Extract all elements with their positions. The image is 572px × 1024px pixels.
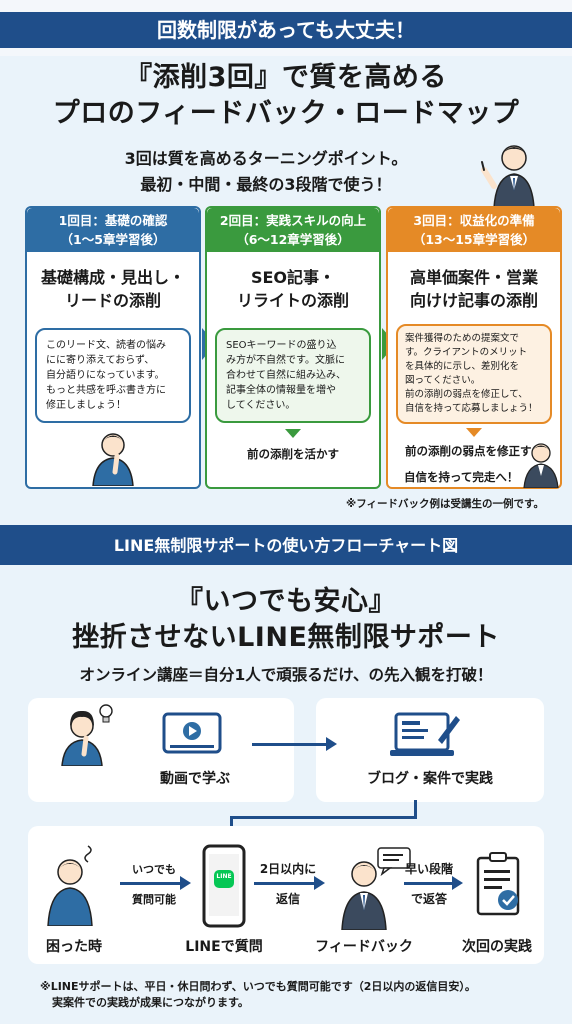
step-1-title-line2: リードの添削 [64,291,161,310]
step-3-feedback-line: 案件獲得のための提案文で [405,333,520,344]
top-banner: 回数制限があっても大丈夫！ [0,0,572,56]
speech-bubble-icon [377,847,411,876]
flow-within-bottom: 返信 [275,892,300,906]
step-1-header: 1回目：基礎の確認 （1〜5章学習後） [27,208,199,252]
step-3-note2: 自信を持って完走へ！ [404,470,519,484]
step-3-feedback-line: 前の添削の弱点を修正して、 [405,389,528,400]
step-2-feedback-line: してください。 [226,400,296,411]
step-3-feedback-line: 自信を持って応募しましょう！ [405,403,538,414]
headline2-line2: 挫折させないLINE無制限サポート [72,622,500,653]
flow-anytime-top: いつでも [132,863,176,876]
person-thinking-icon [92,433,134,486]
flow-arrow-3-line [254,882,316,885]
step-3-note: 前の添削の弱点を修正する [405,444,543,458]
clipboard-check-icon [476,852,520,916]
businessman-icon [523,443,559,488]
subheadline-line1: 3回は質を高めるターニングポイント。 [124,149,408,168]
step-2-header-title: 2回目：実践スキルの向上 [219,213,367,228]
laptop-writing-icon [390,712,460,756]
headline2-line1: 『いつでも安心』 [176,586,396,617]
video-player-icon [162,712,222,754]
step-card-3: 3回目：収益化の準備 （13〜15章学習後） 高単価案件・営業 向けけ記事の添削… [386,206,562,489]
flow-early-bottom: で返答 [410,892,447,906]
headline-line2: プロのフィードバック・ロードマップ [52,98,520,129]
flow-video-label: 動画で学ぶ [160,771,230,787]
step-1-title-line1: 基礎構成・見出し・ [40,268,185,287]
step-2-feedback-line: 記事全体の情報量を増や [226,385,336,396]
line-app-badge: LINE [216,873,232,880]
flow-trouble-label: 困った時 [46,939,102,955]
step-3-title-line1: 高単価案件・営業 [409,268,538,287]
tagline2: オンライン講座＝自分1人で頑張るだけ、の先入観を打破！ [79,666,493,684]
smartphone-icon [202,844,246,928]
flow-connector-horizontal [230,816,417,819]
disclaimer: ※フィードバック例は受講生の一例です。 [346,498,544,510]
step-card-2: 2回目：実践スキルの向上 （6〜12章学習後） SEO記事・ リライトの添削 S… [205,206,381,489]
flow-arrow-2-head [180,876,191,890]
step-2-title: SEO記事・ リライトの添削 [207,266,379,312]
step-2-header-range: （6〜12章学習後） [236,232,350,247]
person-thinking-icon [61,710,103,766]
step-2-feedback-line: 合わせて自然に組み込み、 [226,370,346,381]
person-troubled-icon [47,845,93,926]
step-2-down-arrow [285,429,301,438]
step-1-feedback-line: 修正しましょう！ [46,400,126,411]
flow-arrow-1-line [252,743,328,746]
step-1-header-title: 1回目：基礎の確認 [58,213,168,228]
step-2-feedback-line: み方が不自然です。文脈に [226,355,345,366]
step-2-title-line1: SEO記事・ [250,268,336,287]
footnote-line2: 実案件での実践が成果につながります。 [52,996,249,1009]
step-1-feedback-line: このリード文、読者の悩み [46,340,166,351]
businessman-icon [341,861,387,930]
step-3-title-line2: 向けけ記事の添削 [409,291,538,310]
flow-line-question-label: LINEで質問 [185,939,263,955]
step-1-feedback-line: もっと共感を呼ぶ書き方に [46,385,166,396]
step-2-feedback-line: SEOキーワードの盛り込 [226,340,337,351]
lightbulb-icon [99,704,113,723]
businessman-pointing-icon [481,145,535,208]
step-3-header-title: 3回目：収益化の準備 [413,213,535,228]
subheadline-line2: 最初・中間・最終の3段階で使う！ [140,175,392,194]
flow-early-top: 早い段階 [404,862,453,876]
step-2-note: 前の添削を活かす [247,447,339,461]
step-1-feedback-bubble: このリード文、読者の悩み にに寄り添えておらず、 自分語りになっています。 もっ… [35,328,191,423]
flow-arrow-4-line [404,882,454,885]
top-banner-text: 回数制限があっても大丈夫！ [0,12,572,48]
flow-arrow-1-head [326,737,337,751]
flow-panel-support [28,826,544,964]
flow-arrow-3-head [314,876,325,890]
footnote-line1: ※LINEサポートは、平日・休日問わず、いつでも質問可能です（2日以内の返信目安… [40,980,476,993]
section2-banner: LINE無制限サポートの使い方フローチャート図 [0,525,572,565]
step-1-feedback-line: にに寄り添えておらず、 [46,355,155,366]
step-3-feedback-line: 図ってください。 [405,375,481,386]
flow-within-top: 2日以内に [259,862,317,876]
footnote: ※LINEサポートは、平日・休日問わず、いつでも質問可能です（2日以内の返信目安… [40,979,562,1011]
flow-blog-label: ブログ・案件で実践 [367,771,493,787]
flow-feedback-label: フィードバック [315,939,413,955]
step-1-title: 基礎構成・見出し・ リードの添削 [27,266,199,312]
flow-anytime-bottom: 質問可能 [132,893,176,906]
step-2-feedback-bubble: SEOキーワードの盛り込 み方が不自然です。文脈に 合わせて自然に組み込み、 記… [215,328,371,423]
flow-arrow-2-line [120,882,182,885]
step-3-feedback-bubble: 案件獲得のための提案文で す。クライアントのメリット を具体的に示し、差別化を … [396,324,552,424]
step-3-feedback-line: す。クライアントのメリット [405,347,528,358]
step-3-header-range: （13〜15章学習後） [412,232,536,247]
step-3-title: 高単価案件・営業 向けけ記事の添削 [388,266,560,312]
step-2-header: 2回目：実践スキルの向上 （6〜12章学習後） [207,208,379,252]
flow-next-label: 次回の実践 [462,939,532,955]
headline-line1: 『添削3回』で質を高める [125,62,447,93]
step-3-down-arrow [466,428,482,437]
step-1-feedback-line: 自分語りになっています。 [46,370,165,381]
step-2-title-line2: リライトの添削 [236,291,349,310]
flow-arrow-4-head [452,876,463,890]
step-3-feedback-line: を具体的に示し、差別化を [405,361,520,372]
step-3-header: 3回目：収益化の準備 （13〜15章学習後） [388,208,560,252]
flow-connector-vertical [414,800,417,818]
step-card-1: 1回目：基礎の確認 （1〜5章学習後） 基礎構成・見出し・ リードの添削 このリ… [25,206,201,489]
step-1-header-range: （1〜5章学習後） [60,232,166,247]
